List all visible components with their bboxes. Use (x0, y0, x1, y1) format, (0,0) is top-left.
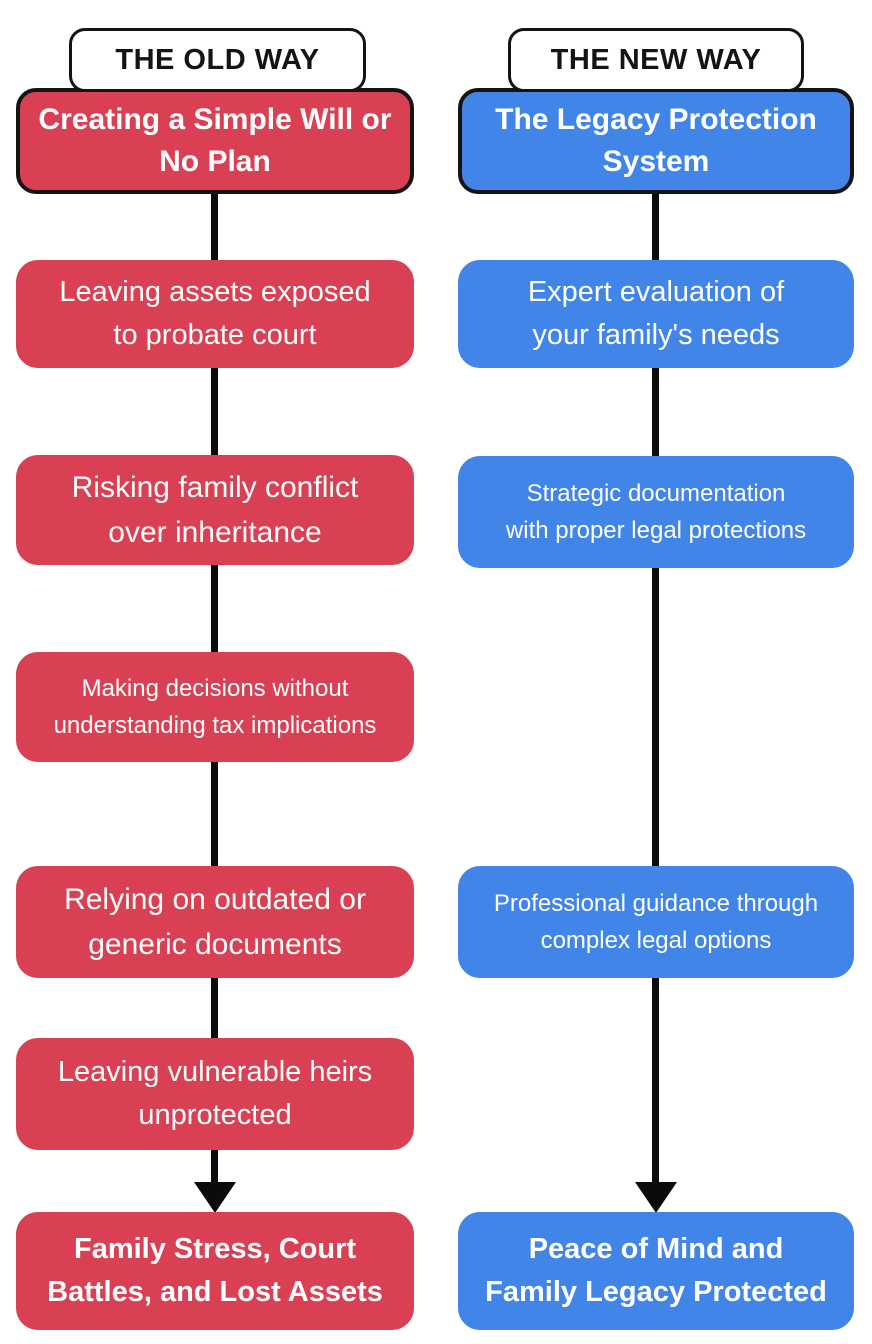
old-way-step-text-5: Leaving vulnerable heirs unprotected (57, 1055, 373, 1132)
old-way-header-label: THE OLD WAY (115, 43, 320, 76)
new-way-step-text-1: Expert evaluation of your family's needs (527, 275, 785, 352)
new-way-step-box-1: Expert evaluation of your family's needs (458, 260, 854, 368)
new-way-step-box-2: Strategic documentation with proper lega… (458, 456, 854, 568)
old-way-step-box-3: Making decisions without understanding t… (16, 652, 414, 762)
new-way-arrow-down-icon (635, 1182, 677, 1213)
new-way-header-label: THE NEW WAY (550, 43, 762, 76)
old-way-result-text: Family Stress, Court Battles, and Lost A… (47, 1232, 383, 1309)
old-way-step-text-2: Risking family conflict over inheritance (71, 471, 359, 549)
new-way-header-box: THE NEW WAY (508, 28, 804, 92)
old-way-step-box-4: Relying on outdated or generic documents (16, 866, 414, 978)
new-way-step-box-3: Professional guidance through complex le… (458, 866, 854, 978)
old-way-title-text: Creating a Simple Will or No Plan (38, 103, 392, 178)
old-way-arrow-down-icon (194, 1182, 236, 1213)
old-way-step-box-1: Leaving assets exposed to probate court (16, 260, 414, 368)
new-way-result-text: Peace of Mind and Family Legacy Protecte… (485, 1232, 827, 1309)
new-way-flow-line (652, 170, 659, 1186)
new-way-column: THE NEW WAY The Legacy Protection System… (436, 0, 872, 1344)
old-way-step-box-5: Leaving vulnerable heirs unprotected (16, 1038, 414, 1150)
old-way-header-box: THE OLD WAY (69, 28, 366, 92)
new-way-result-box: Peace of Mind and Family Legacy Protecte… (458, 1212, 854, 1330)
old-way-result-box: Family Stress, Court Battles, and Lost A… (16, 1212, 414, 1330)
old-way-step-box-2: Risking family conflict over inheritance (16, 455, 414, 565)
new-way-title-text: The Legacy Protection System (495, 103, 817, 178)
new-way-step-text-2: Strategic documentation with proper lega… (505, 479, 807, 544)
new-way-step-text-3: Professional guidance through complex le… (493, 889, 819, 954)
new-way-title-box: The Legacy Protection System (458, 88, 854, 194)
old-way-step-text-4: Relying on outdated or generic documents (64, 883, 366, 961)
old-way-column: THE OLD WAY Creating a Simple Will or No… (16, 28, 414, 1330)
old-way-title-box: Creating a Simple Will or No Plan (16, 88, 414, 194)
old-way-step-text-1: Leaving assets exposed to probate court (59, 275, 371, 352)
old-way-step-text-3: Making decisions without understanding t… (53, 674, 377, 739)
